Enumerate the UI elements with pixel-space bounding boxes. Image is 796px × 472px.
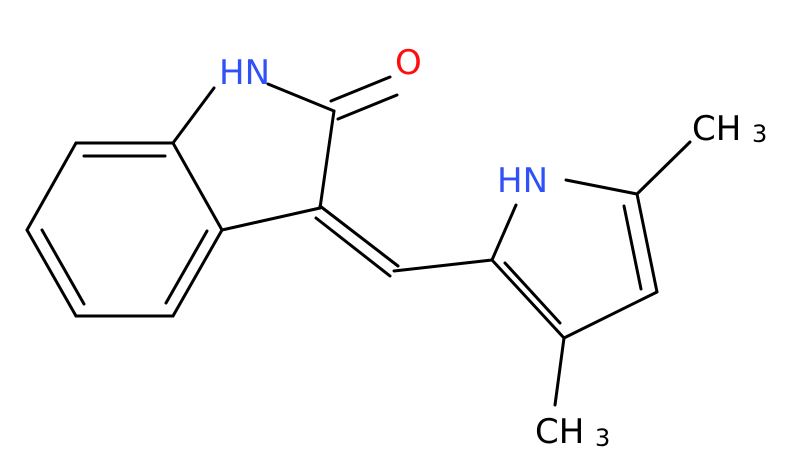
bond-benz-3-inner — [40, 228, 86, 306]
pyrrole-ring — [490, 178, 659, 340]
bond-c3-methyl — [553, 336, 566, 407]
bond-benz-5 — [171, 228, 224, 318]
bond-benz-3 — [25, 228, 78, 318]
bond-pyr-c3-c2 — [490, 258, 566, 340]
methyl-bonds — [553, 140, 692, 407]
bond-pyr-n-c5 — [564, 178, 639, 196]
bond-benz-6 — [171, 141, 224, 232]
methyl-bottom-subscript: 3 — [595, 424, 610, 452]
oxygen-label: O — [395, 43, 422, 83]
methyl-bottom-label: CH — [535, 412, 584, 452]
bond-c2-c3 — [318, 109, 336, 210]
bond-pyr-c3-c2-inner — [503, 261, 562, 325]
bond-c2-o — [329, 75, 392, 103]
bond-c3-methine-second — [314, 216, 392, 278]
bond-benz-5-inner — [164, 229, 209, 305]
bond-c7a-n1 — [171, 86, 216, 145]
bond-pyr-c2-n — [490, 203, 518, 262]
benzene-ring — [25, 141, 224, 318]
methine-bridge — [314, 204, 494, 278]
bond-c3-c3a — [220, 206, 322, 232]
bond-pyr-c5-c4-inner — [622, 204, 643, 291]
nh-label-oxindole: HN — [219, 53, 270, 93]
bond-n1-c2 — [266, 82, 336, 113]
bond-benz-2 — [25, 141, 78, 232]
bond-pyr-c5-c4 — [635, 192, 659, 294]
methyl-top-subscript: 3 — [752, 120, 767, 148]
methyl-top-label: CH — [692, 109, 741, 149]
bond-c3-methine — [318, 204, 400, 268]
bond-c5-methyl — [635, 140, 692, 196]
lactam-ring — [171, 75, 399, 232]
bond-methine-pyrrole — [392, 258, 494, 273]
bond-pyr-c4-c3 — [562, 290, 659, 340]
bond-c2-o-second — [336, 93, 399, 121]
nh-label-pyrrole: HN — [497, 161, 548, 201]
